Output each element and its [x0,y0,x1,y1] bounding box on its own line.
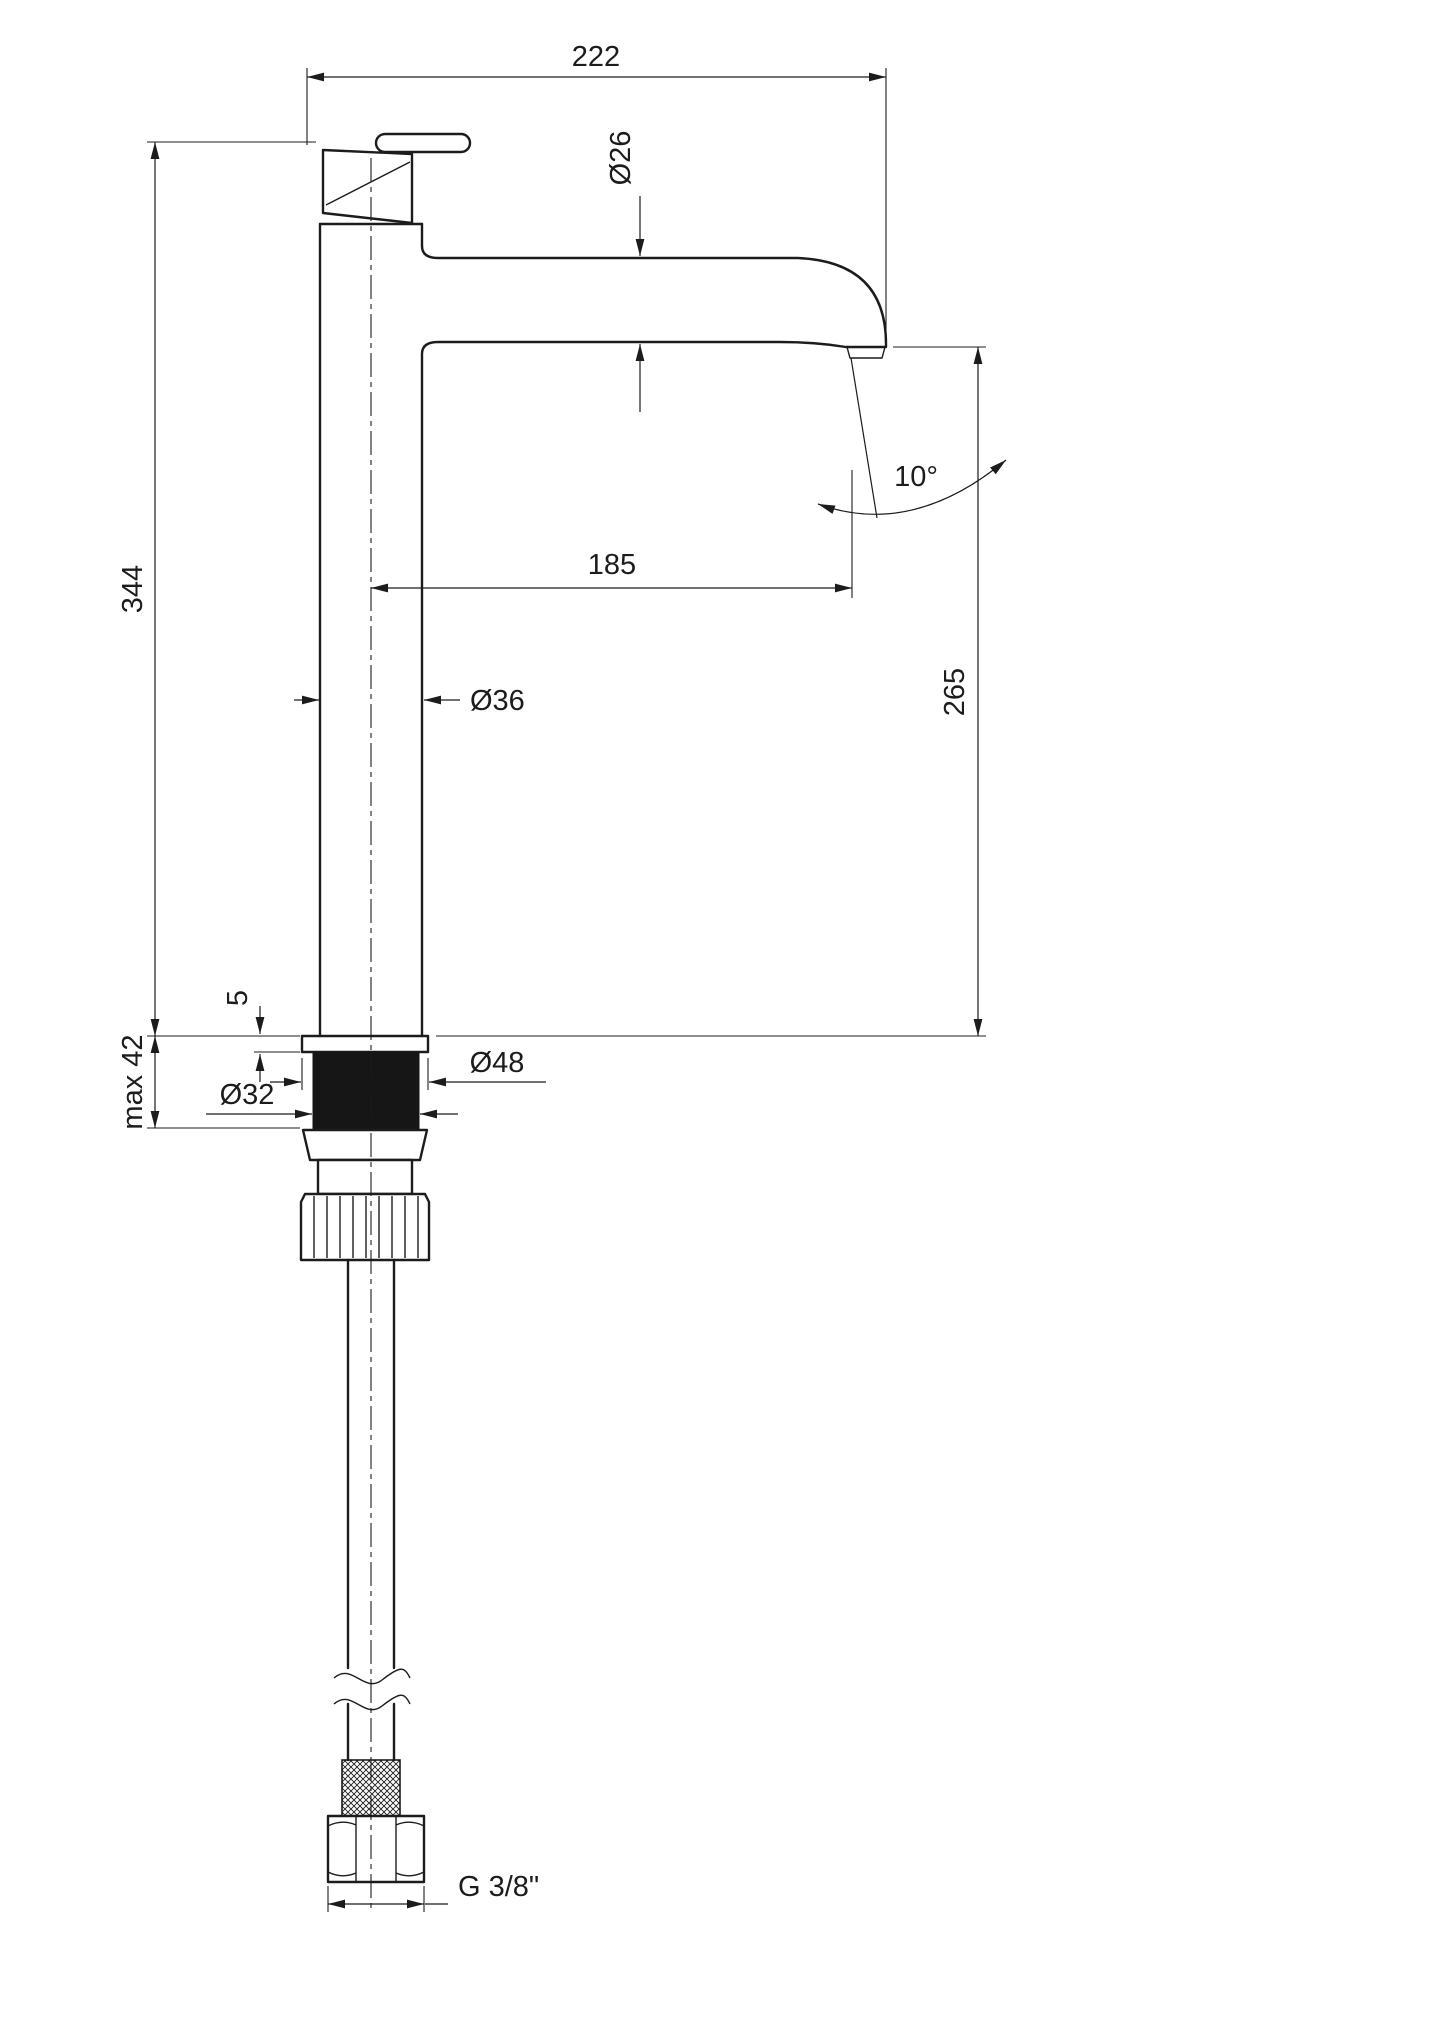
dim-shank-diameter-label: Ø32 [220,1079,275,1111]
mounting-washer [301,1128,429,1162]
handle-cap [321,148,414,225]
dim-spout-tube-diameter: Ø26 [605,131,645,412]
handle-lever [374,132,472,154]
dim-body-height: 344 [117,141,316,1037]
dim-base-plate-thickness-label: 5 [222,990,254,1006]
dim-spout-reach-label: 185 [588,549,636,581]
base-plate [300,1034,430,1054]
spout-aerator [846,346,886,359]
dim-connection-thread: G 3/8" [327,1871,539,1912]
dim-max-mounting-thickness-label: max 42 [117,1034,149,1129]
dim-base-diameter: Ø48 [270,1047,546,1090]
hose-break-lines [333,1668,411,1711]
faucet-outline [299,132,888,1884]
handle-cap-seam [325,161,411,206]
dim-connection-thread-label: G 3/8" [458,1871,539,1903]
mounting-nut [299,1192,431,1262]
dim-spout-reach: 185 [371,470,853,598]
dim-body-diameter: Ø36 [294,685,525,717]
mounting-neck [316,1158,414,1196]
dim-total-width-label: 222 [572,41,620,73]
dim-body-diameter-label: Ø36 [470,685,525,717]
dim-spout-angle-label: 10° [894,461,938,493]
dim-base-plate-thickness: 5 [222,990,300,1082]
spout [420,244,888,1038]
threaded-shank [312,1051,420,1131]
faucet-body [318,222,424,1038]
dim-base-diameter-label: Ø48 [470,1047,525,1079]
water-flow-line [850,357,878,519]
dim-total-width: 222 [306,41,887,330]
hose-nut [326,1814,426,1884]
supply-hose [346,1258,396,1762]
dim-max-mounting-thickness: max 42 [117,1034,300,1130]
dim-body-height-label: 344 [117,565,149,613]
dim-shank-diameter: Ø32 [206,1079,458,1119]
dim-spout-tube-diameter-label: Ø26 [605,131,637,186]
dim-spout-angle: 10° [817,459,1007,515]
mounting-nut-ribs [313,1196,419,1258]
dim-outlet-height-label: 265 [939,668,971,716]
